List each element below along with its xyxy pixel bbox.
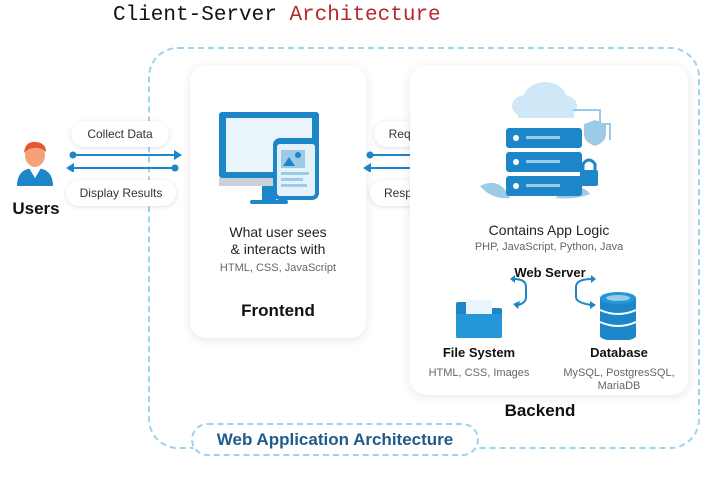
folder-icon [454, 296, 504, 340]
backend-card [410, 65, 688, 395]
diagram-title: Client-Server Architecture [113, 4, 441, 27]
file-system-tech: HTML, CSS, Images [428, 367, 530, 379]
database-icon [598, 290, 638, 341]
frontend-tech: HTML, CSS, JavaScript [219, 262, 337, 274]
collect-data-label: Collect Data [71, 121, 169, 147]
title-part-2: Architecture [289, 4, 441, 27]
server-stack-icon [470, 68, 630, 208]
database-tech-line-1: MySQL, PostgresSQL, [563, 367, 675, 379]
web-application-architecture-label: Web Application Architecture [191, 423, 479, 456]
frontend-description-line-1: What user sees [229, 224, 327, 240]
database-tech-line-2: MariaDB [597, 380, 641, 392]
title-part-1: Client-Server [113, 4, 277, 27]
display-results-label: Display Results [66, 180, 176, 206]
web-server-connectors [510, 275, 596, 309]
users-label: Users [12, 199, 60, 218]
backend-logic-text: Contains App Logic [488, 222, 610, 238]
frontend-description-line-2: & interacts with [230, 241, 326, 257]
backend-languages: PHP, JavaScript, Python, Java [474, 241, 624, 253]
web-server-label: Web Server [514, 265, 586, 280]
monitor-icon [215, 108, 330, 208]
file-system-label: File System [442, 345, 516, 360]
client-frontend-arrows [66, 150, 182, 172]
backend-title: Backend [504, 401, 576, 420]
frontend-title: Frontend [241, 301, 315, 320]
user-icon [15, 138, 55, 188]
database-label: Database [590, 345, 648, 360]
